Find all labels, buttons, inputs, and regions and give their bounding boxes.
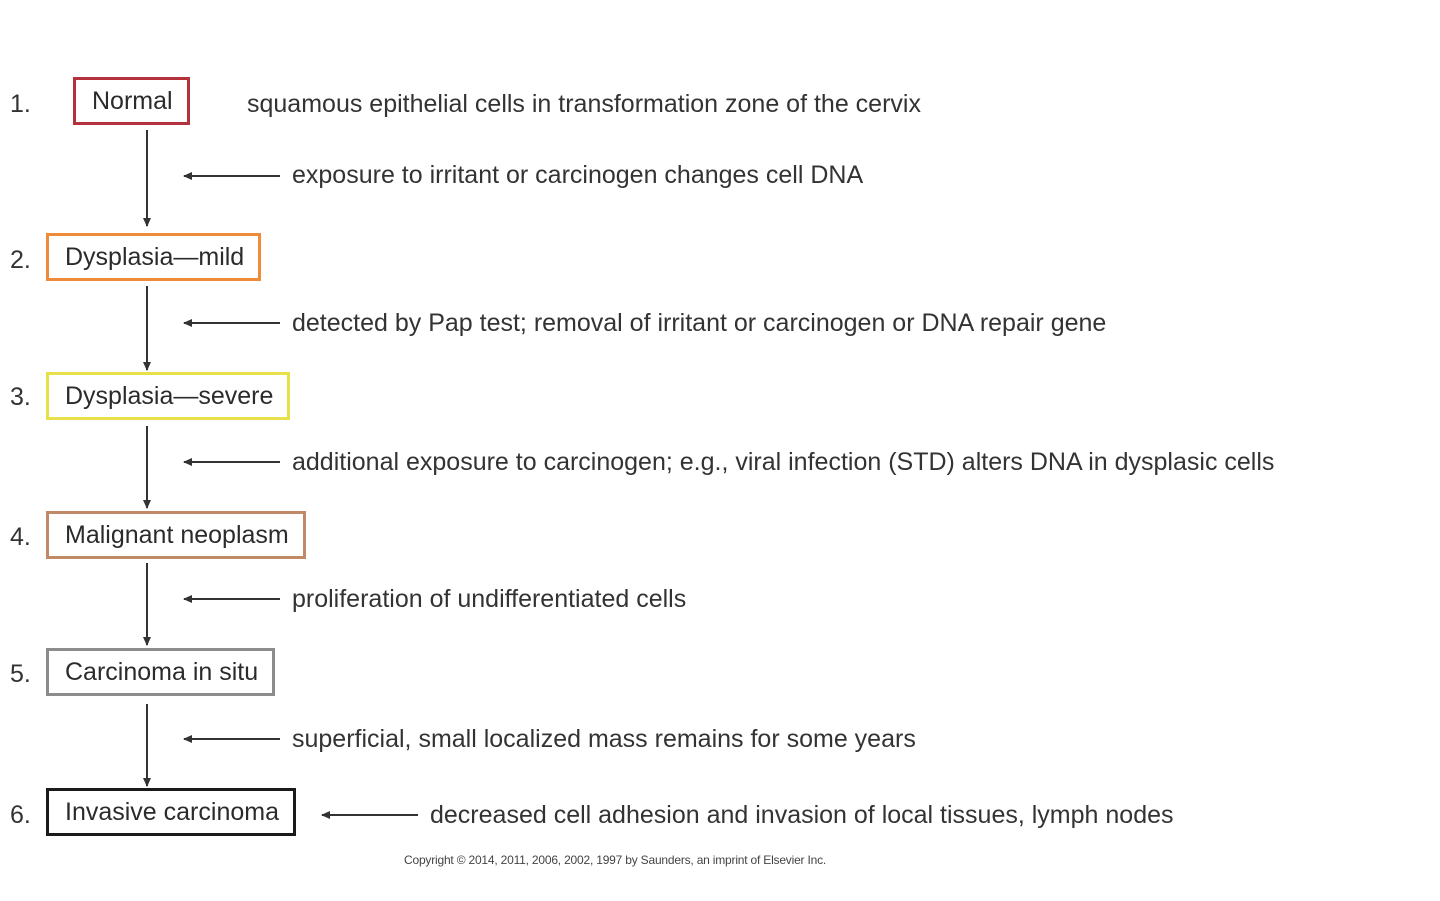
transition-2-label: detected by Pap test; removal of irritan… [292,309,1107,337]
step-number-2: 2. [10,246,31,274]
step-number-5: 5. [10,660,31,688]
transition-1-label: exposure to irritant or carcinogen chang… [292,161,864,189]
step-6-description: decreased cell adhesion and invasion of … [430,801,1174,829]
step-1-description: squamous epithelial cells in transformat… [247,90,921,118]
step-box-dysplasia-mild: Dysplasia—mild [46,233,262,281]
step-box-invasive-carcinoma: Invasive carcinoma [46,788,296,836]
step-number-3: 3. [10,383,31,411]
copyright-notice: Copyright © 2014, 2011, 2006, 2002, 1997… [404,853,827,867]
step-box-carcinoma-in-situ: Carcinoma in situ [46,648,276,696]
step-box-dysplasia-severe: Dysplasia—severe [46,372,291,420]
transition-3-label: additional exposure to carcinogen; e.g.,… [292,448,1275,476]
transition-4-label: proliferation of undifferentiated cells [292,585,687,613]
step-box-malignant-neoplasm: Malignant neoplasm [46,511,306,559]
step-number-6: 6. [10,801,31,829]
transition-5-label: superficial, small localized mass remain… [292,725,916,753]
step-number-4: 4. [10,523,31,551]
step-box-normal: Normal [73,77,190,125]
step-number-1: 1. [10,90,31,118]
